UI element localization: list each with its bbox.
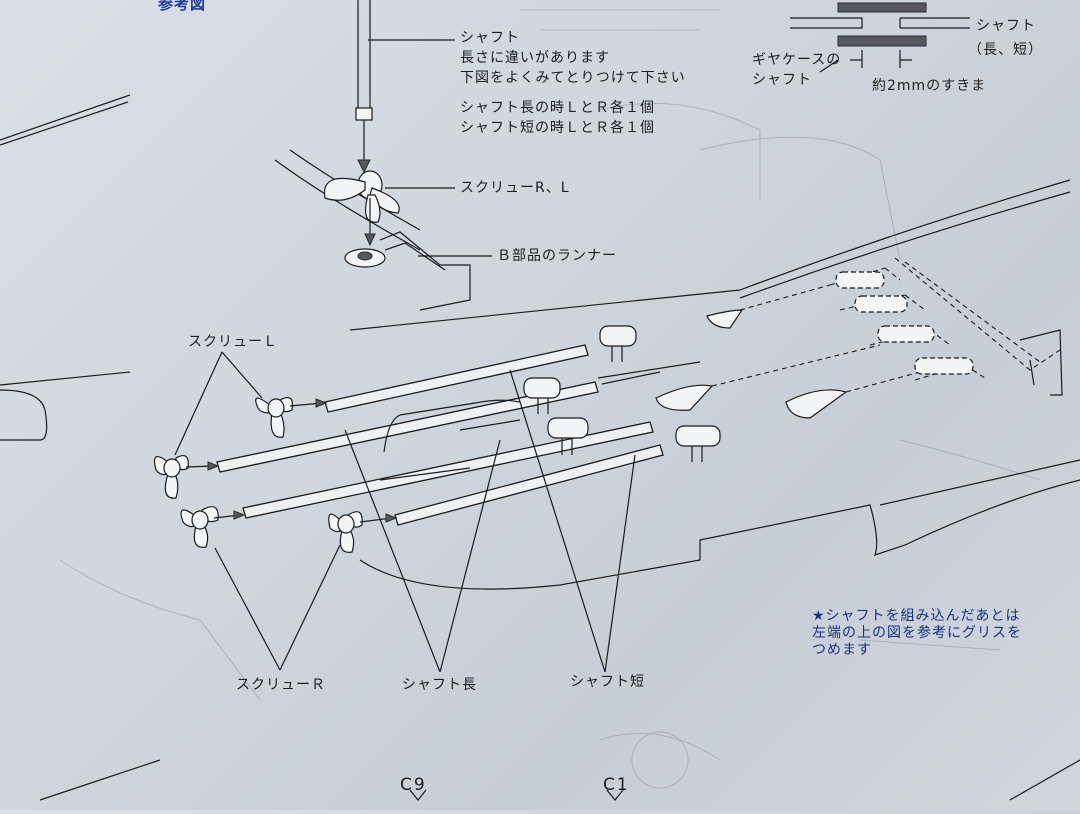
label-leaders — [174, 351, 636, 801]
ref-c9: C9 — [400, 775, 427, 795]
screw-l-label: スクリューＬ — [188, 334, 278, 350]
screw-rl-label: スクリューR、L — [460, 180, 570, 196]
gearcase-shaft-line2: シャフト — [752, 72, 812, 88]
grease-note-line3: つめます — [812, 642, 872, 658]
hull-outline — [0, 94, 1080, 801]
ref-c1: C1 — [603, 775, 630, 795]
stern-tubes — [597, 309, 848, 419]
top-shaft-line2: （長、短） — [968, 42, 1043, 58]
shaft-note-line1: シャフト — [460, 30, 520, 46]
gearcase-shaft-line1: ギヤケースの — [752, 52, 842, 68]
shaft-brackets — [379, 325, 721, 481]
shaft-short-label: シャフト短 — [570, 674, 645, 690]
propeller-upper-left — [255, 397, 328, 438]
screw-r-label: スクリューＲ — [236, 677, 326, 693]
grease-note-line2: 左端の上の図を参考にグリスを — [812, 625, 1022, 641]
shaft-long-label: シャフト長 — [402, 677, 477, 693]
background-ghost-art — [59, 9, 1041, 789]
shafts — [216, 344, 664, 526]
propeller-center — [328, 511, 398, 553]
reference-heading-fragment: 参考図 — [158, 0, 207, 13]
gearcase-inset — [790, 2, 970, 73]
runner-label: Ｂ部品のランナー — [497, 248, 617, 264]
top-shaft-line1: シャフト — [976, 18, 1036, 34]
hidden-shafts — [711, 257, 1063, 396]
propeller-lower-left — [153, 455, 220, 499]
shaft-note-line3: 下図をよくみてとりつけて下さい — [460, 70, 686, 86]
shaft-note-line2: 長さに違いがあります — [460, 50, 610, 66]
shaft-note-line5: シャフト短の時ＬとＲ各１個 — [460, 120, 655, 136]
grease-note-line1: ★シャフトを組み込んだあとは — [812, 608, 1021, 624]
detail-inset-propeller — [274, 0, 492, 311]
shaft-note-line4: シャフト長の時ＬとＲ各１個 — [460, 100, 655, 116]
propeller-mid-left — [180, 506, 246, 548]
gap-label: 約2mmのすきま — [872, 78, 987, 94]
